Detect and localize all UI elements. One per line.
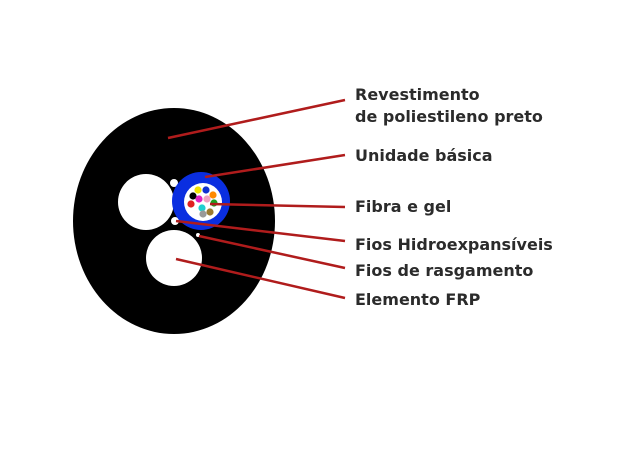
fiber xyxy=(191,207,199,215)
leader-line-water-swell xyxy=(175,219,346,243)
fiber xyxy=(194,186,202,194)
label-fiber-gel: Fibra e gel xyxy=(355,197,451,216)
leader-line-coating xyxy=(167,98,346,140)
fibers-group xyxy=(187,186,218,218)
fiber xyxy=(189,192,197,200)
label-water-swell: Fios Hidroexpansíveis xyxy=(355,235,553,254)
fiber xyxy=(202,186,210,194)
fiber xyxy=(195,195,203,203)
fiber xyxy=(187,200,195,208)
leader-line-frp xyxy=(175,257,346,300)
fiber xyxy=(198,204,206,212)
leader-line-basic-unit xyxy=(204,153,346,179)
fiber xyxy=(209,191,217,199)
label-coating-2: de poliestileno preto xyxy=(355,107,543,126)
label-basic-unit: Unidade básica xyxy=(355,146,493,165)
fiber xyxy=(206,208,214,216)
frp-element-bottom xyxy=(146,230,202,286)
fiber xyxy=(203,195,211,203)
frp-element-left xyxy=(118,174,174,230)
label-ripcord: Fios de rasgamento xyxy=(355,261,533,280)
label-frp: Elemento FRP xyxy=(355,290,481,309)
ripcord-top xyxy=(170,179,178,187)
fiber xyxy=(199,210,207,218)
leader-line-ripcord xyxy=(198,234,346,270)
label-coating-1: Revestimento xyxy=(355,85,480,104)
leader-lines xyxy=(167,98,346,300)
leader-line-fiber-gel xyxy=(209,202,346,209)
ripcord-bottom xyxy=(171,217,179,225)
